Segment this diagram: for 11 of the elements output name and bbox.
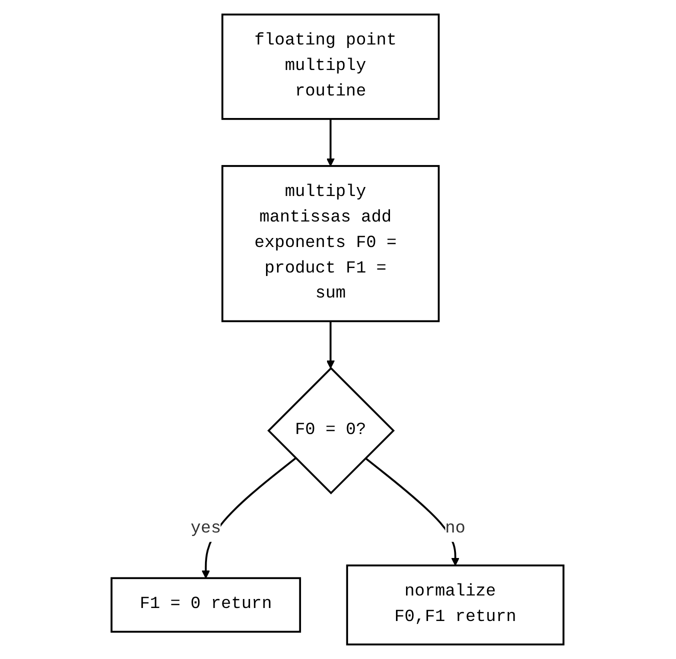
node-box: floating point multiply routine: [222, 14, 440, 120]
node-diamond: F0 = 0?: [268, 366, 396, 494]
arrow: [202, 457, 297, 579]
node-box: normalize F0,F1 return: [346, 564, 565, 646]
node-box: multiply mantissas add exponents F0 = product F1 = sum: [222, 165, 440, 322]
edge-label: yes: [191, 519, 222, 538]
edge-label: no: [446, 519, 466, 538]
node-box: F1 = 0 return: [111, 577, 302, 633]
arrow: [326, 118, 336, 166]
arrow: [326, 321, 336, 369]
arrow: [365, 457, 460, 566]
